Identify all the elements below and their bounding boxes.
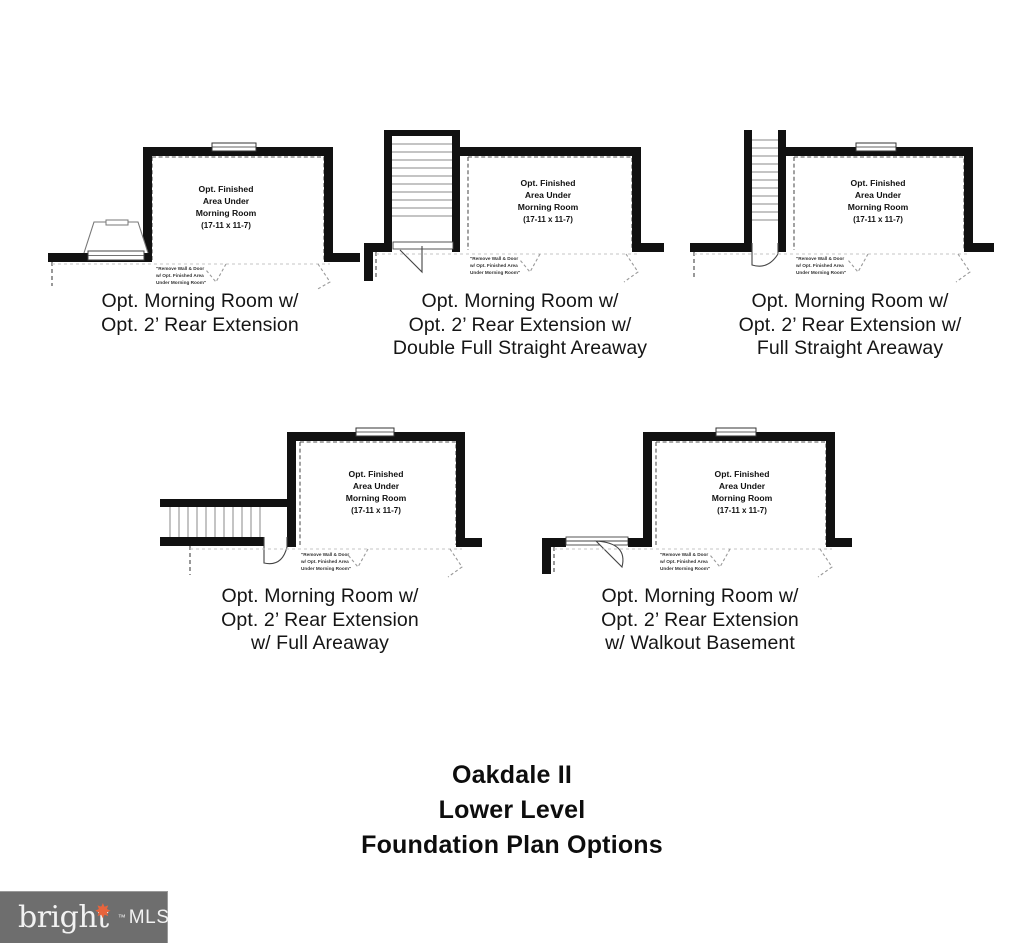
room-label-line2: Area Under (855, 190, 902, 200)
watermark-suffix: MLS (128, 906, 170, 928)
plan-4-drawing: Opt. Finished Area Under Morning Room (1… (160, 427, 482, 578)
note-line2: w/ Opt. Finished Area (155, 273, 204, 278)
room-dimensions: (17-11 x 11-7) (201, 221, 251, 230)
bright-mls-watermark: bright ✸ ™ MLS (0, 891, 170, 943)
note-line1: "Remove Wall & Door (660, 552, 708, 557)
room-label-line3: Morning Room (518, 202, 579, 212)
watermark-brand: bright ✸ (18, 898, 111, 935)
plan-5-drawing: Opt. Finished Area Under Morning Room (1… (542, 427, 852, 578)
room-label-line3: Morning Room (848, 202, 909, 212)
plan-2-drawing: Opt. Finished Area Under Morning Room (1… (364, 130, 664, 283)
plan-3-block: Opt. Finished Area Under Morning Room (1… (690, 120, 1010, 370)
room-label-line2: Area Under (353, 481, 400, 491)
room-dimensions: (17-11 x 11-7) (523, 215, 573, 224)
note-line1: "Remove Wall & Door (301, 552, 349, 557)
note-line1: "Remove Wall & Door (796, 256, 844, 261)
plan-4-caption: Opt. Morning Room w/ Opt. 2’ Rear Extens… (221, 585, 419, 654)
plan-5-caption: Opt. Morning Room w/ Opt. 2’ Rear Extens… (601, 585, 799, 654)
note-line1: "Remove Wall & Door (470, 256, 518, 261)
room-dimensions: (17-11 x 11-7) (717, 506, 767, 515)
note-line3: Under Morning Room" (301, 566, 351, 571)
plan-3-drawing: Opt. Finished Area Under Morning Room (1… (690, 130, 994, 283)
room-dimensions: (17-11 x 11-7) (853, 215, 903, 224)
note-line1: "Remove Wall & Door (156, 266, 204, 271)
page-title: Oakdale II Lower Level Foundation Plan O… (361, 761, 663, 859)
star-icon: ✸ (94, 898, 111, 923)
note-line3: Under Morning Room" (156, 280, 206, 285)
note-line2: w/ Opt. Finished Area (469, 263, 518, 268)
plan-3-caption: Opt. Morning Room w/ Opt. 2’ Rear Extens… (738, 290, 962, 359)
room-label-line3: Morning Room (196, 208, 257, 218)
plan-1-drawing: Opt. Finished Area Under Morning Room (1… (48, 142, 360, 291)
note-line3: Under Morning Room" (470, 270, 520, 275)
room-label-line2: Area Under (719, 481, 766, 491)
plan-1-block: Opt. Finished Area Under Morning Room (1… (30, 130, 370, 370)
watermark-brand-text: bright (18, 899, 109, 935)
plan-4-block: Opt. Finished Area Under Morning Room (1… (150, 415, 490, 665)
plan-2-caption: Opt. Morning Room w/ Opt. 2’ Rear Extens… (392, 290, 648, 359)
room-label-line1: Opt. Finished (521, 178, 576, 188)
plan-1-caption: Opt. Morning Room w/ Opt. 2’ Rear Extens… (101, 290, 299, 336)
room-label-line3: Morning Room (346, 493, 407, 503)
room-label-line1: Opt. Finished (715, 469, 770, 479)
plan-5-block: Opt. Finished Area Under Morning Room (1… (530, 415, 870, 665)
note-line3: Under Morning Room" (660, 566, 710, 571)
plan-2-block: Opt. Finished Area Under Morning Room (1… (360, 120, 680, 370)
note-line2: w/ Opt. Finished Area (300, 559, 349, 564)
room-dimensions: (17-11 x 11-7) (351, 506, 401, 515)
room-label-line1: Opt. Finished (199, 184, 254, 194)
note-line2: w/ Opt. Finished Area (795, 263, 844, 268)
room-label-line1: Opt. Finished (349, 469, 404, 479)
trademark-symbol: ™ (117, 913, 126, 922)
note-line3: Under Morning Room" (796, 270, 846, 275)
room-label-line2: Area Under (203, 196, 250, 206)
room-label-line2: Area Under (525, 190, 572, 200)
room-label-line1: Opt. Finished (851, 178, 906, 188)
room-label-line3: Morning Room (712, 493, 773, 503)
note-line2: w/ Opt. Finished Area (659, 559, 708, 564)
